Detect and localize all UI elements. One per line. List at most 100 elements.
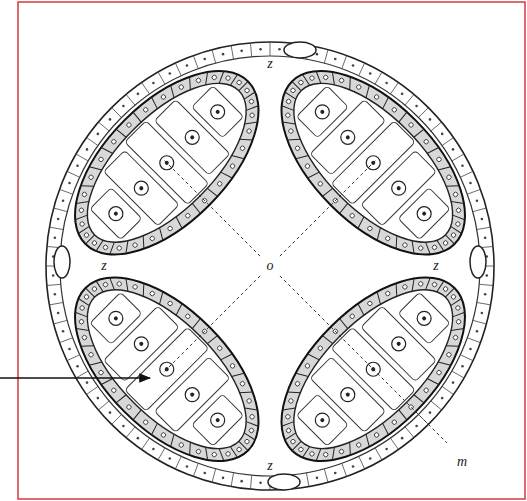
tapetum-wall [228,447,239,458]
cell-wall [54,208,68,212]
tapetum-nucleus [455,207,461,213]
cell-nucleus [57,218,60,221]
cell-nucleus [222,53,225,56]
mother-cell [154,357,230,433]
tapetum-nucleus [132,284,138,290]
cell-nucleus [169,72,172,75]
cell-wall [54,320,68,324]
cell-wall [158,72,165,84]
tapetum-nucleus [236,79,242,85]
tapetum-nucleus [431,281,437,287]
sac-outline [43,39,290,286]
tapetum-nucleus [211,74,217,80]
cell-wall [175,456,181,469]
nucleolus [319,417,325,423]
cell-nucleus [208,102,228,122]
cell-wall [375,72,382,84]
tapetum-wall [149,97,161,109]
part-letter: z [431,259,440,273]
tapetum-nucleus [288,128,294,134]
sac-outline [43,245,290,492]
tapetum-nucleus [236,446,242,452]
tapetum-nucleus [450,294,456,300]
tapetum-wall [75,211,87,223]
cell-wall [112,108,122,118]
cell-nucleus [441,397,444,400]
mother-cell [361,306,437,382]
cell-nucleus [484,236,487,239]
tapetum-nucleus [402,242,408,248]
cell-wall [60,338,73,343]
cell-wall [49,227,63,229]
tapetum-nucleus [304,163,310,169]
cell-nucleus [137,93,140,96]
tapetum-nucleus [244,438,250,444]
tapetum-nucleus [111,139,117,145]
tapetum-wall [78,224,89,235]
tapetum-nucleus [132,242,138,248]
tapetum-wall [414,394,424,404]
cell-wall [142,83,150,94]
nucleolus [215,417,221,423]
tapetum-nucleus [225,75,231,81]
tapetum-wall [221,169,233,181]
tapetum-wall [89,357,102,370]
tapetum-nucleus [373,432,379,438]
connective-oval [470,246,486,278]
tapetum-nucleus [450,232,456,238]
tapetum-nucleus [309,75,315,81]
tapetum-nucleus [167,225,173,231]
mother-cell [104,306,180,382]
part-letter: z [99,259,108,273]
tapetum-wall [76,323,89,336]
tapetum-nucleus [78,319,84,325]
tapetum-wall [308,169,320,181]
tapetum-nucleus [418,245,424,251]
tapetum-wall [287,133,300,146]
cell-nucleus [334,58,337,61]
mother-cell [154,100,230,176]
mother-cell [310,357,386,433]
cell-nucleus [334,472,337,475]
tapetum-nucleus [149,290,155,296]
tapetum-wall [173,304,185,316]
tapetum-wall [155,292,168,305]
tapetum-nucleus [126,404,132,410]
cell-wall [375,448,382,460]
tapetum-nucleus [239,145,245,151]
cell-nucleus [316,53,319,56]
cell-wall [442,138,453,146]
cell-nucleus [469,182,472,185]
cell-wall [390,83,398,94]
part-letter: m [455,455,469,469]
connective-oval [54,246,70,278]
tapetum-wall [453,308,465,320]
cell-wall [142,438,150,449]
tapetum-wall [380,423,392,435]
tapetum-nucleus [298,79,304,85]
tapetum-wall [183,442,196,455]
cell-wall [158,448,165,460]
cell-nucleus [312,102,332,122]
cell-nucleus [62,330,65,333]
tapetum-nucleus [431,244,437,250]
cell-nucleus [312,410,332,430]
cell-nucleus [389,178,409,198]
cell-wall [324,50,328,64]
cell-nucleus [481,218,484,221]
tapetum-wall [116,128,126,138]
cell-wall [467,189,480,194]
tapetum-wall [407,279,420,292]
nucleolus [421,211,427,217]
tapetum-nucleus [391,419,397,425]
tapetum-nucleus [446,174,452,180]
cell-nucleus [461,165,464,168]
nucleolus [396,341,402,347]
tapetum-nucleus [385,290,391,296]
cell-wall [98,122,109,131]
cell-nucleus [131,178,151,198]
nucleolus [215,109,221,115]
tapetum-nucleus [229,363,235,369]
tapetum-wall [76,196,89,209]
connective-oval [268,474,300,490]
